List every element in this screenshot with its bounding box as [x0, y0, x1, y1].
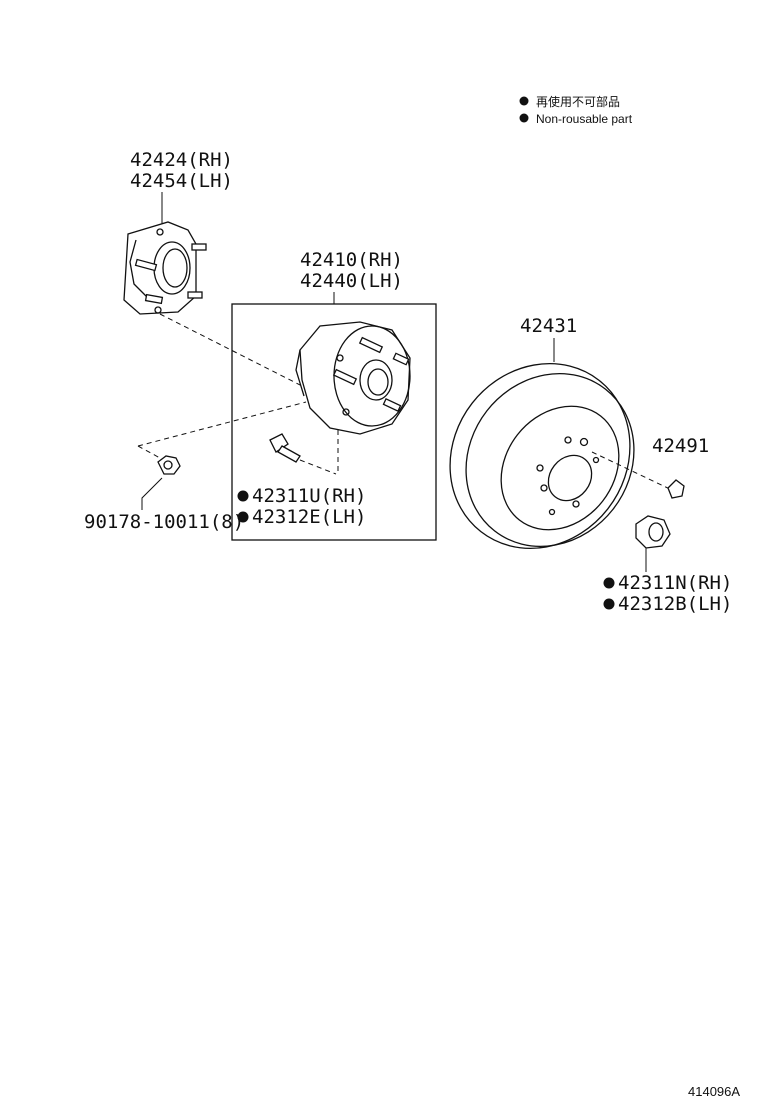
label-hub-rh[interactable]: 42410(RH) [300, 249, 403, 271]
plug-part[interactable] [667, 479, 685, 499]
label-wheel-nut-lh[interactable]: 42312B(LH) [618, 593, 732, 615]
axle-hub-part[interactable] [295, 321, 411, 435]
diagram-code: 414096A [688, 1084, 740, 1099]
legend-english-text: Non-rousable part [536, 112, 633, 126]
label-disc[interactable]: 42431 [520, 315, 577, 337]
label-plug[interactable]: 42491 [652, 435, 709, 457]
label-knuckle-rh[interactable]: 42424(RH) [130, 149, 233, 171]
label-nut[interactable]: 90178-10011(8) [84, 511, 244, 533]
brake-disc-part[interactable] [413, 327, 668, 584]
non-reusable-bullet-icon [237, 490, 249, 502]
legend: 再使用不可部品 Non-rousable part [519, 94, 633, 126]
legend-bullet-icon [519, 96, 529, 106]
non-reusable-bullet-icon [603, 598, 615, 610]
guide-line-knuckle-hub [159, 313, 307, 389]
nut-part[interactable] [157, 455, 181, 475]
hub-assembly-box [231, 303, 437, 541]
label-knuckle-lh[interactable]: 42454(LH) [130, 170, 233, 192]
hub-bolt-part[interactable] [269, 433, 301, 463]
non-reusable-bullet-icon [603, 577, 615, 589]
legend-japanese-text: 再使用不可部品 [536, 94, 620, 109]
guide-line-hub-bolt [299, 459, 337, 475]
label-hub-bolt-rh[interactable]: 42311U(RH) [252, 485, 366, 507]
guide-line-plug [591, 451, 673, 491]
guide-line-nut [137, 401, 307, 447]
guide-line-nut-drop [137, 445, 161, 459]
wheel-nut-part[interactable] [635, 515, 671, 549]
label-wheel-nut-rh[interactable]: 42311N(RH) [618, 572, 732, 594]
steering-knuckle-part[interactable] [123, 221, 207, 315]
leader-nut [141, 477, 163, 510]
label-hub-lh[interactable]: 42440(LH) [300, 270, 403, 292]
non-reusable-bullet-icon [237, 511, 249, 523]
label-hub-bolt-lh[interactable]: 42312E(LH) [252, 506, 366, 528]
legend-bullet-icon [519, 113, 529, 123]
